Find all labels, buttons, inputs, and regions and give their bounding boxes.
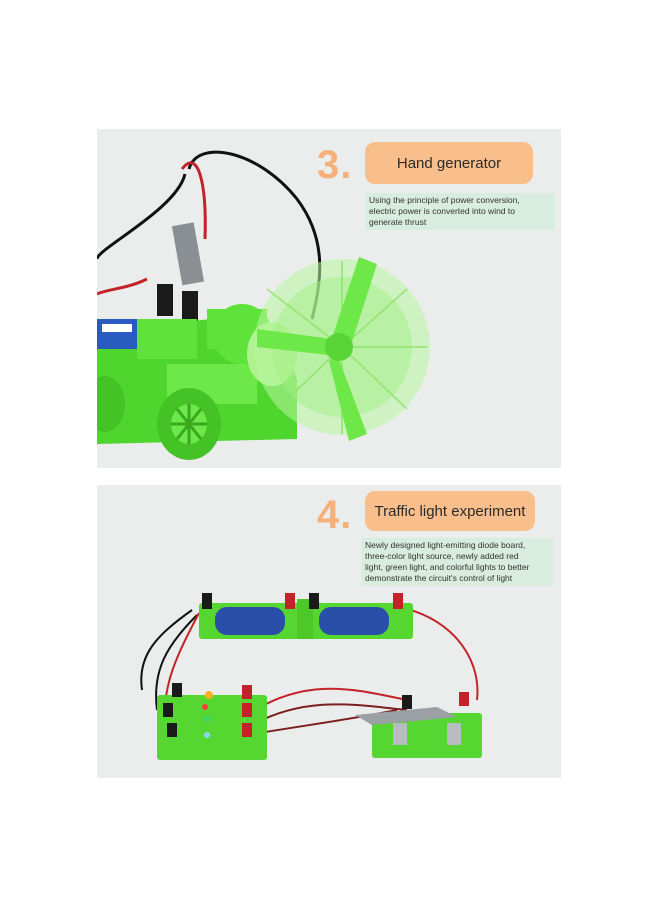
product-photo-hand-generator: 3. Hand generator Using the principle of… (97, 129, 561, 468)
step-title: Traffic light experiment (365, 491, 535, 531)
step-number: 4. (317, 493, 353, 537)
step-description: Using the principle of power conversion,… (365, 193, 555, 230)
step-description: Newly designed light-emitting diode boar… (361, 538, 553, 586)
fan-car-illustration (97, 150, 430, 460)
traffic-light-circuit-illustration (140, 593, 482, 760)
product-photo-traffic-light: 4. Traffic light experiment Newly design… (97, 485, 561, 778)
step-title: Hand generator (365, 142, 533, 184)
step-number: 3. (317, 143, 353, 187)
